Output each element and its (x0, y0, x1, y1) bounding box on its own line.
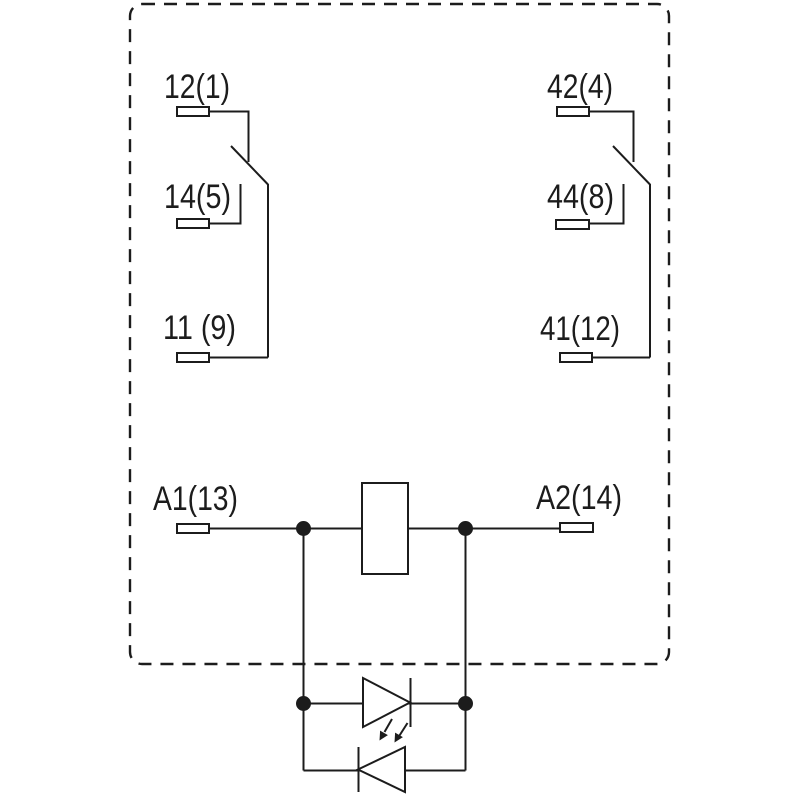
wire-group (209, 110, 651, 794)
wire-nc-right (589, 110, 635, 162)
led-arrow2-head (394, 732, 403, 743)
terminal-label-44: 44(8) (547, 178, 614, 216)
junction-dot (296, 696, 311, 711)
terminal-pad-12 (176, 106, 210, 117)
terminal-label-14: 14(5) (164, 178, 231, 216)
wire-no-right (589, 184, 625, 225)
terminal-pad-14 (176, 218, 210, 229)
terminal-label-11: 11 (9) (163, 309, 236, 347)
coil-symbol (361, 482, 409, 575)
terminal-pad-a2 (559, 522, 594, 533)
terminal-pad-41 (559, 352, 593, 363)
junction-dot (296, 521, 311, 536)
diode-symbol-triangle (355, 745, 406, 794)
terminal-pad-a1 (176, 523, 210, 534)
terminal-pad-11 (176, 352, 210, 363)
junction-dot (458, 521, 473, 536)
junction-dot (458, 696, 473, 711)
terminal-label-a1: A1(13) (153, 480, 238, 518)
wire-no-left (209, 184, 242, 225)
junction-dot-group (296, 521, 473, 743)
wire-nc-left (209, 110, 250, 162)
led-arrow2-shaft (398, 722, 409, 737)
label-group: 12(1) 14(5) 11 (9) 42(4) 44(8) 41(12) A1… (153, 68, 622, 518)
led-arrow1-shaft (383, 718, 393, 733)
terminal-label-42: 42(4) (547, 68, 613, 106)
terminal-label-41: 41(12) (540, 310, 620, 348)
terminal-label-a2: A2(14) (536, 479, 622, 517)
contact-blade-right (612, 145, 651, 186)
led-arrow1-head (379, 730, 388, 741)
terminal-pad-group (176, 106, 594, 534)
led-symbol-triangle (362, 676, 413, 729)
contact-blade-left (230, 145, 269, 186)
terminal-label-12: 12(1) (164, 68, 230, 106)
terminal-pad-44 (555, 219, 590, 230)
terminal-pad-42 (556, 106, 590, 117)
